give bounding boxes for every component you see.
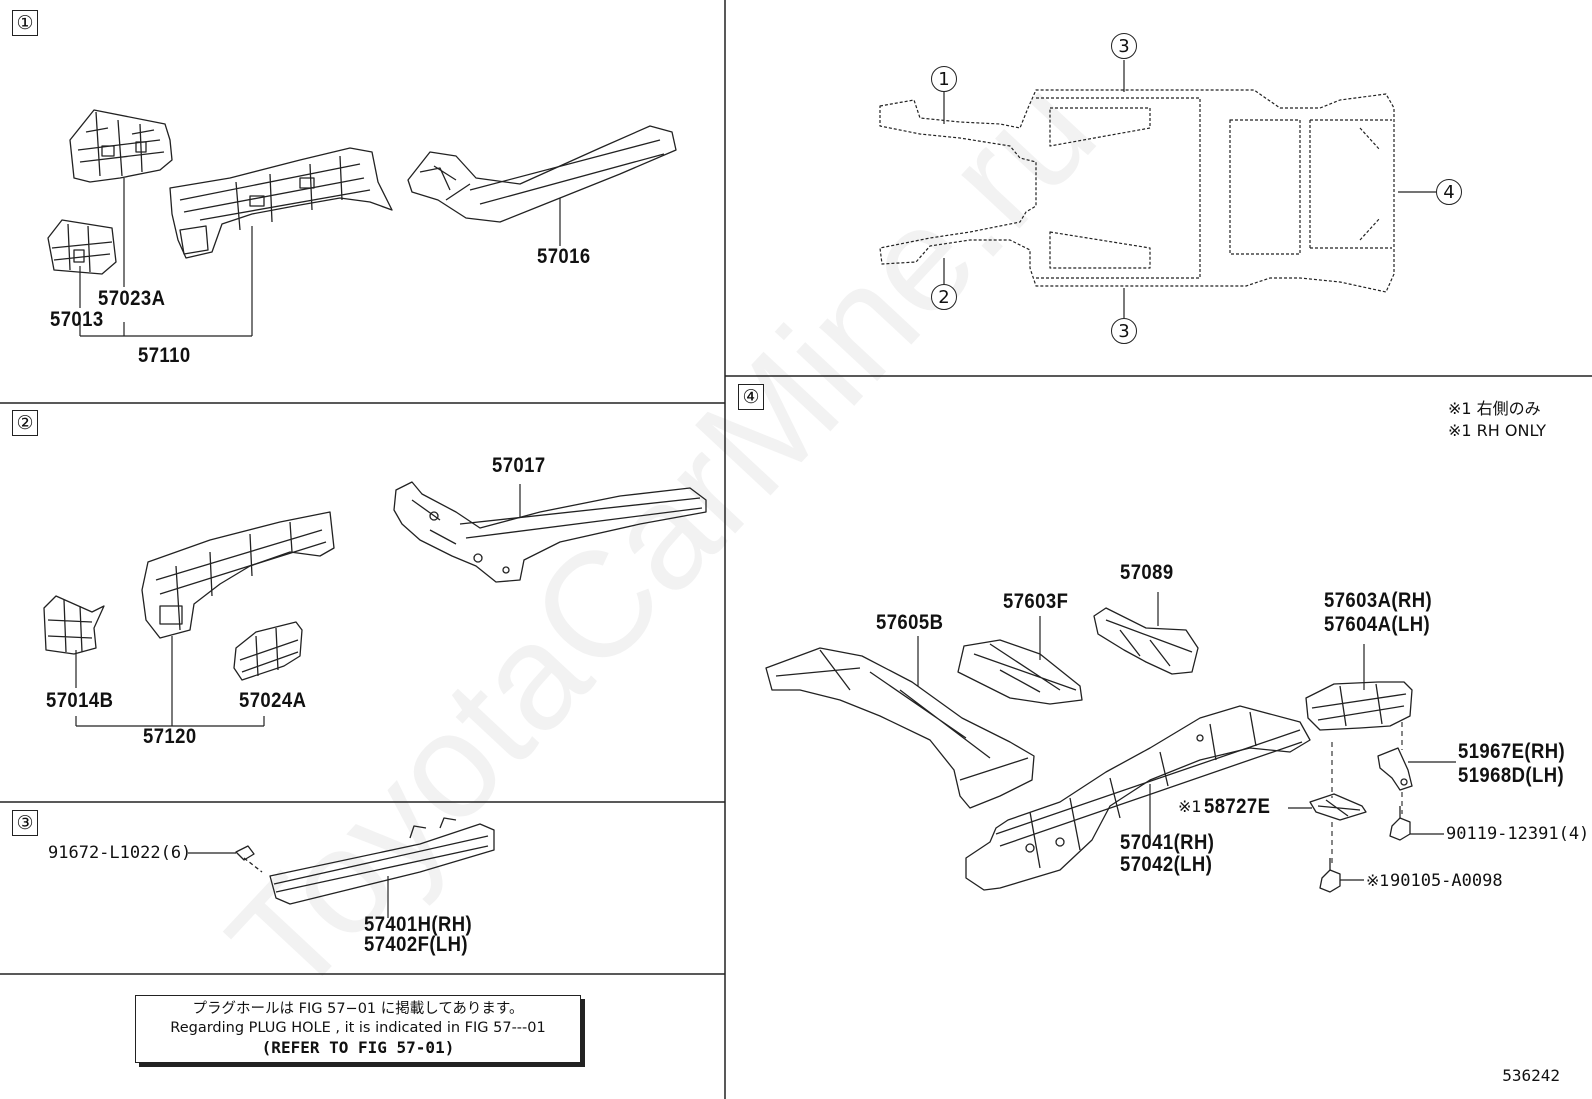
section4-leaders xyxy=(917,592,1456,881)
overview-callout-3-bottom: 3 xyxy=(1111,318,1137,344)
part-57401H-drawing xyxy=(269,817,495,905)
mark-rh-only-90105: ※1 xyxy=(1366,871,1390,890)
note-rh-only-jp: ※1 右側のみ xyxy=(1448,399,1541,418)
overview-callout-2: 2 xyxy=(931,284,957,310)
part-label-57042-LH[interactable]: 57042(LH) xyxy=(1120,853,1213,876)
section3-leaders xyxy=(188,852,389,918)
section-2-marker: ② xyxy=(12,410,38,436)
part-label-51967E-RH[interactable]: 51967E(RH) xyxy=(1458,740,1566,763)
part-label-57089[interactable]: 57089 xyxy=(1120,561,1174,584)
section-4-marker: ④ xyxy=(738,384,764,410)
part-57603A-drawing xyxy=(1305,681,1413,731)
section2-leaders xyxy=(75,484,521,727)
part-label-57016[interactable]: 57016 xyxy=(537,245,591,268)
note-rh-only-en: ※1 RH ONLY xyxy=(1448,421,1547,440)
part-label-90105-A0098[interactable]: 90105-A0098 xyxy=(1390,871,1503,891)
part-57024A-drawing xyxy=(233,621,303,681)
part-label-57110[interactable]: 57110 xyxy=(138,344,191,367)
part-label-90119-12391[interactable]: 90119-12391(4) xyxy=(1446,824,1590,844)
part-label-57604A-LH[interactable]: 57604A(LH) xyxy=(1324,613,1431,636)
part-label-57041-RH[interactable]: 57041(RH) xyxy=(1120,831,1215,854)
part-57013-drawing xyxy=(47,219,117,275)
overview-callout-3-top: 3 xyxy=(1111,33,1137,59)
part-57120-drawing xyxy=(141,511,335,639)
part-57603F-drawing xyxy=(957,639,1083,705)
part-58727E-drawing xyxy=(1309,793,1367,821)
part-label-57013[interactable]: 57013 xyxy=(50,308,104,331)
note-box-jp: プラグホールは FIG 57−01 に掲載してあります。 xyxy=(192,1001,524,1017)
plug-hole-note-box: プラグホールは FIG 57−01 に掲載してあります。 Regarding P… xyxy=(135,995,581,1063)
note-box-en: Regarding PLUG HOLE , it is indicated in… xyxy=(170,1020,546,1036)
frame-overview-drawing xyxy=(879,89,1395,293)
part-label-57402F-LH[interactable]: 57402F(LH) xyxy=(364,933,469,956)
part-label-57603F[interactable]: 57603F xyxy=(1003,590,1069,613)
part-label-57014B[interactable]: 57014B xyxy=(46,689,114,712)
part-label-91672-L1022[interactable]: 91672-L1022(6) xyxy=(48,843,192,863)
bolt-90119-drawing xyxy=(1389,806,1411,841)
part-57089-drawing xyxy=(1093,607,1199,675)
part-label-57120[interactable]: 57120 xyxy=(143,725,197,748)
part-label-57603A-RH[interactable]: 57603A(RH) xyxy=(1324,589,1433,612)
section-1-marker: ① xyxy=(12,10,38,36)
part-label-57024A[interactable]: 57024A xyxy=(239,689,307,712)
section1-leaders xyxy=(79,178,561,337)
part-57016-drawing xyxy=(407,125,677,223)
overview-callout-1: 1 xyxy=(931,66,957,92)
section4-dashed-guides xyxy=(1331,722,1403,866)
part-51967E-drawing xyxy=(1377,747,1413,791)
part-57605B-drawing xyxy=(765,647,1035,809)
mark-rh-only-58727E: ※1 xyxy=(1178,797,1202,816)
part-label-57017[interactable]: 57017 xyxy=(492,454,546,477)
overview-callout-4: 4 xyxy=(1436,179,1462,205)
bolt-91672-drawing xyxy=(235,845,263,873)
part-57017-drawing xyxy=(393,481,707,583)
bolt-90105-drawing xyxy=(1319,858,1341,893)
part-57014B-drawing xyxy=(43,595,105,655)
section-3-marker: ③ xyxy=(12,810,38,836)
part-57041-drawing xyxy=(965,705,1311,891)
part-label-57401H-RH[interactable]: 57401H(RH) xyxy=(364,913,473,936)
illustration-number: 536242 xyxy=(1502,1066,1560,1085)
overview-leaders xyxy=(943,60,1436,318)
part-57023A-drawing xyxy=(69,109,173,183)
note-box-refer-link[interactable]: (REFER TO FIG 57-01) xyxy=(261,1038,455,1057)
part-label-57605B[interactable]: 57605B xyxy=(876,611,944,634)
part-57110-drawing xyxy=(169,147,393,259)
part-label-58727E[interactable]: 58727E xyxy=(1204,795,1271,818)
part-label-57023A[interactable]: 57023A xyxy=(98,287,166,310)
part-label-51968D-LH[interactable]: 51968D(LH) xyxy=(1458,764,1565,787)
